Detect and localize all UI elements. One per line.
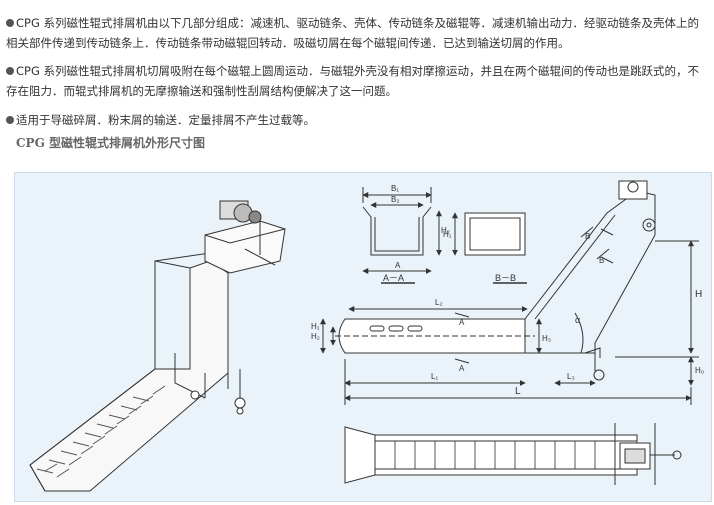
dim-h1-small-label: H₁ <box>311 322 320 331</box>
dim-b2-label: B₂ <box>391 195 399 204</box>
dim-h1-label: H₁ <box>443 230 452 239</box>
section-a-a <box>362 187 442 284</box>
dim-h2-label: H₂ <box>441 226 450 235</box>
section-marker-b2: B <box>599 256 604 265</box>
isometric-view <box>29 200 286 492</box>
dim-alpha-label: α <box>575 315 580 325</box>
bullet-icon <box>6 66 14 75</box>
dim-h0-label: H₀ <box>695 366 704 375</box>
section-b-b-caption: B－B <box>495 273 516 283</box>
paragraph-composition: CPG 系列磁性辊式排屑机由以下几部分组成：减速机、驱动链条、壳体、传动链条及磁… <box>6 13 710 53</box>
side-elevation <box>320 180 699 405</box>
drawing-svg: B₁ B₂ A H₂ A－A H₁ B－B <box>29 180 704 492</box>
paragraph-principle: CPG 系列磁性辊式排屑机切屑吸附在每个磁辊上圆周运动．与磁辊外壳没有相对摩擦运… <box>6 61 710 101</box>
plan-view <box>344 423 682 485</box>
bullet-icon <box>6 115 14 124</box>
section-marker-a: A <box>459 318 465 327</box>
section-a-a-caption: A－A <box>383 273 404 283</box>
dim-l2-label: L₂ <box>435 298 443 307</box>
dimension-drawing: B₁ B₂ A H₂ A－A H₁ B－B <box>14 172 712 502</box>
dim-b1-label: B₁ <box>391 184 399 193</box>
dim-h3-label: H₃ <box>542 334 551 343</box>
dim-a-label: A <box>395 261 401 270</box>
dim-hz-label: H₂ <box>311 332 320 341</box>
dim-h-label: H <box>695 289 702 300</box>
paragraph-text: CPG 系列磁性辊式排屑机由以下几部分组成：减速机、驱动链条、壳体、传动链条及磁… <box>6 15 700 50</box>
figure-title: CPG 型磁性辊式排屑机外形尺寸图 <box>16 136 206 150</box>
section-marker-a2: A <box>459 364 465 373</box>
paragraph-text: 适用于导磁碎屑．粉末屑的输送．定量排屑不产生过载等。 <box>16 112 315 127</box>
dim-l-label: L <box>515 386 521 397</box>
dim-l1-label: L₁ <box>431 372 438 381</box>
section-b-b <box>452 212 527 284</box>
paragraph-text: CPG 系列磁性辊式排屑机切屑吸附在每个磁辊上圆周运动．与磁辊外壳没有相对摩擦运… <box>6 63 700 98</box>
paragraph-application: 适用于导磁碎屑．粉末屑的输送．定量排屑不产生过载等。 <box>6 110 710 130</box>
bullet-icon <box>6 18 14 27</box>
section-marker-b: B <box>585 232 590 241</box>
dim-l3-label: L₃ <box>567 372 575 381</box>
